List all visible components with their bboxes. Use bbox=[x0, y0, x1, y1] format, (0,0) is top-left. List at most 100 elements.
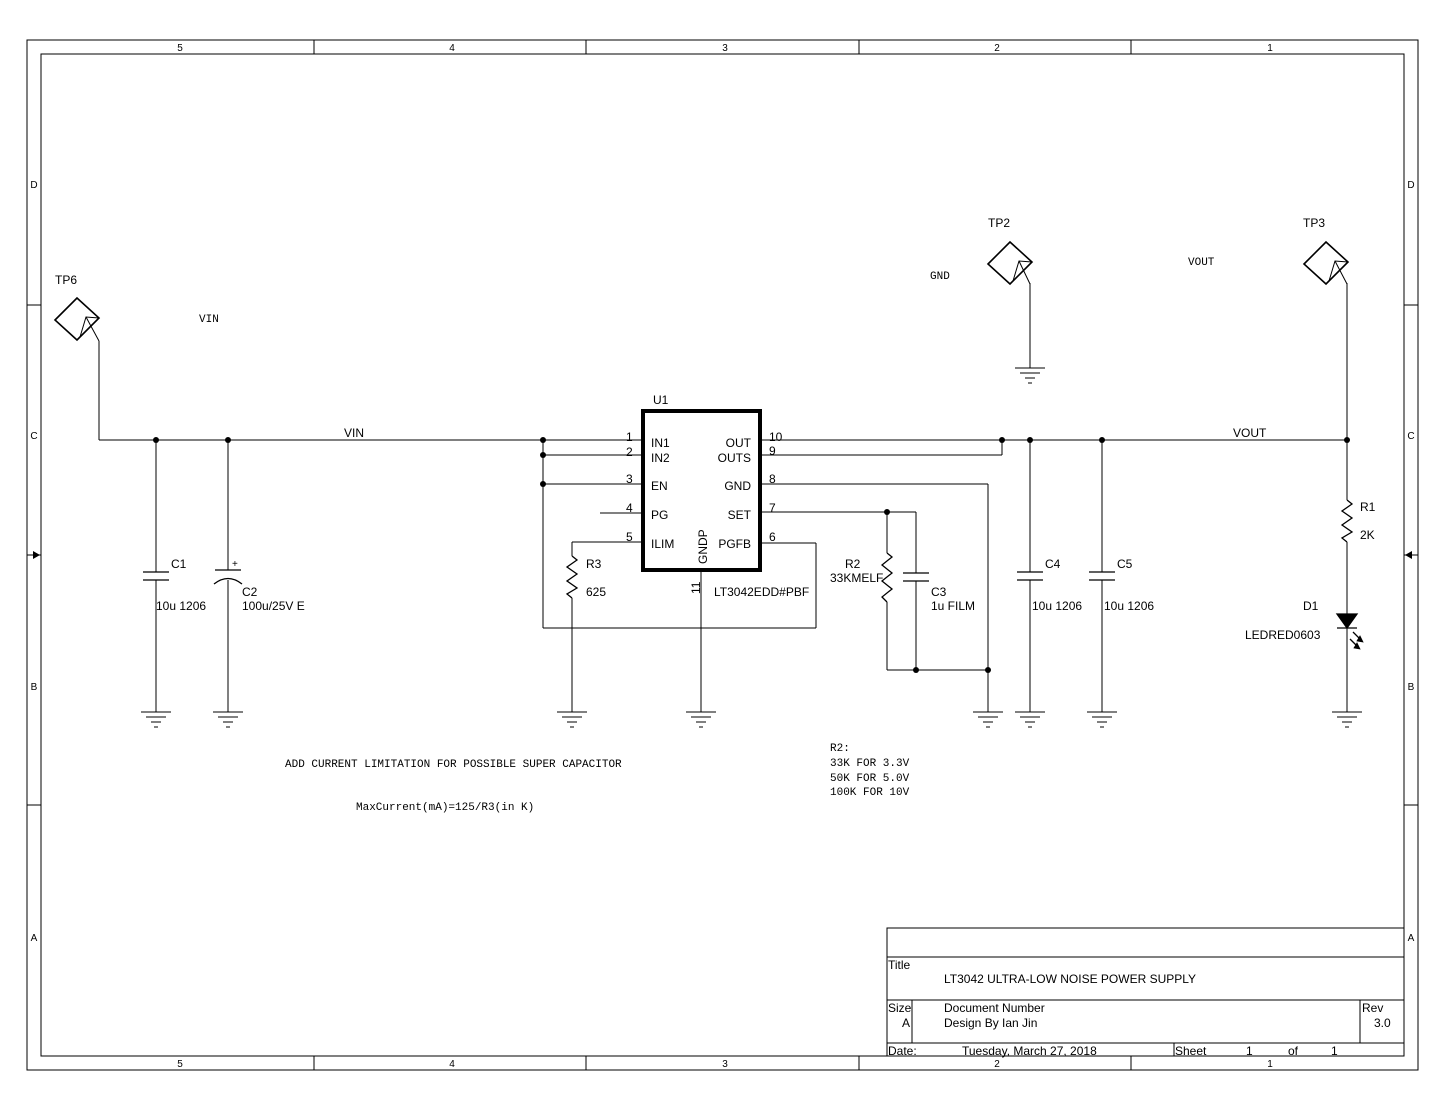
pin-name: GND bbox=[724, 479, 751, 493]
title-label: Title bbox=[888, 958, 911, 972]
center-mark-right bbox=[1405, 551, 1412, 559]
capacitor-c1: C1 10u 1206 bbox=[143, 557, 206, 613]
junction-dot bbox=[999, 437, 1005, 443]
resistor-icon bbox=[1340, 499, 1354, 543]
row-label: D bbox=[1407, 180, 1414, 191]
component-ref: C5 bbox=[1117, 557, 1133, 571]
pin-name: PG bbox=[651, 508, 668, 522]
testpoint-icon bbox=[53, 296, 101, 342]
col-label: 3 bbox=[722, 43, 728, 54]
sheet-label: Sheet bbox=[1175, 1044, 1207, 1058]
docnum-value: Design By Ian Jin bbox=[944, 1016, 1037, 1030]
testpoint-ref: TP2 bbox=[988, 216, 1010, 230]
pin-name: PGFB bbox=[718, 537, 751, 551]
col-label: 1 bbox=[1267, 43, 1273, 54]
pin-number: 2 bbox=[626, 445, 633, 459]
docnum-label: Document Number bbox=[944, 1001, 1045, 1015]
drawing-frame bbox=[26, 39, 1419, 1071]
component-value: 100u/25V E bbox=[242, 599, 305, 613]
pin-number: 3 bbox=[626, 472, 633, 486]
col-label: 5 bbox=[177, 43, 183, 54]
testpoint-icon bbox=[1302, 240, 1350, 286]
capacitor-c5: C5 10u 1206 bbox=[1089, 557, 1154, 613]
sheet-total: 1 bbox=[1331, 1044, 1338, 1058]
ground-icon bbox=[557, 711, 587, 728]
component-value: 1u FILM bbox=[931, 599, 975, 613]
testpoint-net: VOUT bbox=[1188, 257, 1215, 269]
note-formula: MaxCurrent(mA)=125/R3(in K) bbox=[356, 802, 534, 814]
rev-value: 3.0 bbox=[1374, 1016, 1391, 1030]
component-ref: R3 bbox=[586, 557, 602, 571]
component-value: 33KMELF bbox=[830, 571, 883, 585]
capacitor-c3: C3 1u FILM bbox=[903, 572, 975, 613]
pin-name: GNDP bbox=[696, 529, 710, 564]
size-value: A bbox=[902, 1016, 910, 1030]
pin-number: 4 bbox=[626, 501, 633, 515]
component-ref: R1 bbox=[1360, 500, 1376, 514]
capacitor-c4: C4 10u 1206 bbox=[1017, 557, 1082, 613]
capacitor-icon bbox=[1089, 571, 1115, 581]
note-r2-title: R2: bbox=[830, 743, 850, 755]
resistor-r2: R2 33KMELF bbox=[830, 552, 894, 603]
pin-name: EN bbox=[651, 479, 668, 493]
row-label: D bbox=[30, 180, 37, 191]
resistor-r1: R1 2K bbox=[1340, 499, 1376, 543]
row-label: A bbox=[1408, 933, 1415, 944]
col-label: 4 bbox=[449, 1059, 455, 1070]
of-label: of bbox=[1288, 1044, 1299, 1058]
col-label: 5 bbox=[177, 1059, 183, 1070]
ground-icon bbox=[686, 711, 716, 728]
component-value: 10u 1206 bbox=[1104, 599, 1154, 613]
col-label: 1 bbox=[1267, 1059, 1273, 1070]
junction-dot bbox=[540, 437, 546, 443]
testpoint-ref: TP3 bbox=[1303, 216, 1325, 230]
pin-name: IN2 bbox=[651, 451, 670, 465]
junction-dot bbox=[1027, 437, 1033, 443]
component-ref: R2 bbox=[845, 557, 861, 571]
col-label: 4 bbox=[449, 43, 455, 54]
pin-number: 8 bbox=[769, 472, 776, 486]
pin-name: OUT bbox=[726, 436, 752, 450]
junction-dot bbox=[153, 437, 159, 443]
date-value: Tuesday, March 27, 2018 bbox=[962, 1044, 1097, 1058]
row-label: A bbox=[31, 933, 38, 944]
junction-dot bbox=[1099, 437, 1105, 443]
pin-number: 11 bbox=[689, 581, 703, 594]
component-ref: C3 bbox=[931, 585, 947, 599]
title-block: Title LT3042 ULTRA-LOW NOISE POWER SUPPL… bbox=[886, 927, 1405, 1058]
center-mark-left bbox=[33, 551, 40, 559]
capacitor-c2: + C2 100u/25V E bbox=[213, 559, 305, 613]
component-value: 10u 1206 bbox=[1032, 599, 1082, 613]
pin-number: 6 bbox=[769, 530, 776, 544]
wires bbox=[98, 283, 1348, 712]
junction-dot bbox=[540, 452, 546, 458]
pin-number: 9 bbox=[769, 444, 776, 458]
junction-dot bbox=[985, 667, 991, 673]
ic-u1: U1 LT3042EDD#PBF 1 IN1 2 IN2 3 EN 4 PG 5… bbox=[626, 393, 809, 599]
capacitor-icon bbox=[1017, 571, 1043, 581]
component-ref: C1 bbox=[171, 557, 187, 571]
resistor-r3: R3 625 bbox=[565, 555, 606, 599]
ground-icon bbox=[1332, 711, 1362, 728]
component-value: LEDRED0603 bbox=[1245, 628, 1321, 642]
ground-icon bbox=[141, 711, 171, 728]
col-label: 2 bbox=[994, 1059, 1000, 1070]
pin-name: OUTS bbox=[718, 451, 751, 465]
row-label: B bbox=[31, 682, 38, 693]
pin-number: 5 bbox=[626, 530, 633, 544]
testpoint-net: VIN bbox=[199, 314, 219, 326]
note-r2-line: 50K FOR 5.0V bbox=[830, 773, 910, 785]
net-label-vin: VIN bbox=[344, 426, 364, 440]
ic-part: LT3042EDD#PBF bbox=[714, 585, 809, 599]
component-value: 10u 1206 bbox=[156, 599, 206, 613]
row-label: C bbox=[1407, 431, 1414, 442]
polarity-mark: + bbox=[232, 559, 238, 570]
sheet-number: 1 bbox=[1246, 1044, 1253, 1058]
junction-dot bbox=[540, 481, 546, 487]
ground-icon bbox=[1087, 711, 1117, 728]
junction-dot bbox=[884, 509, 890, 515]
col-label: 2 bbox=[994, 43, 1000, 54]
title-text: LT3042 ULTRA-LOW NOISE POWER SUPPLY bbox=[944, 972, 1196, 986]
component-ref: C4 bbox=[1045, 557, 1061, 571]
